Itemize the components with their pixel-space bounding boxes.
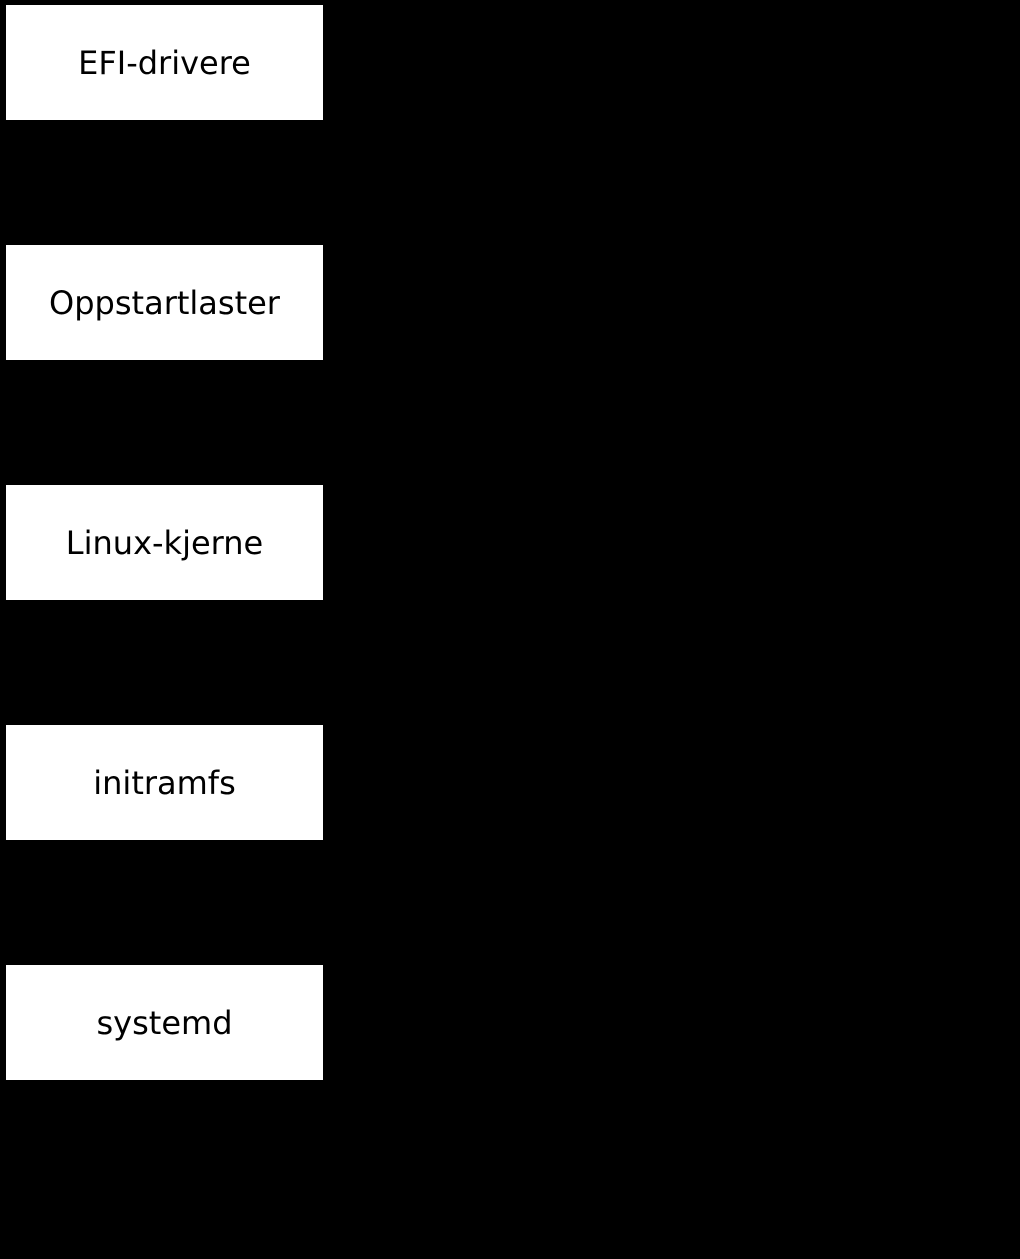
- stage-label: Oppstartlaster: [49, 283, 280, 322]
- stage-box-efi-drivere[interactable]: EFI-drivere: [6, 5, 323, 120]
- stage-box-linux-kjerne[interactable]: Linux-kjerne: [6, 485, 323, 600]
- stage-box-systemd[interactable]: systemd: [6, 965, 323, 1080]
- stage-label: Linux-kjerne: [65, 523, 264, 562]
- stage-box-oppstartlaster[interactable]: Oppstartlaster: [6, 245, 323, 360]
- stage-label: EFI-drivere: [78, 43, 251, 82]
- stage-label: initramfs: [93, 763, 236, 802]
- stage-label: systemd: [96, 1003, 233, 1042]
- stage-box-initramfs[interactable]: initramfs: [6, 725, 323, 840]
